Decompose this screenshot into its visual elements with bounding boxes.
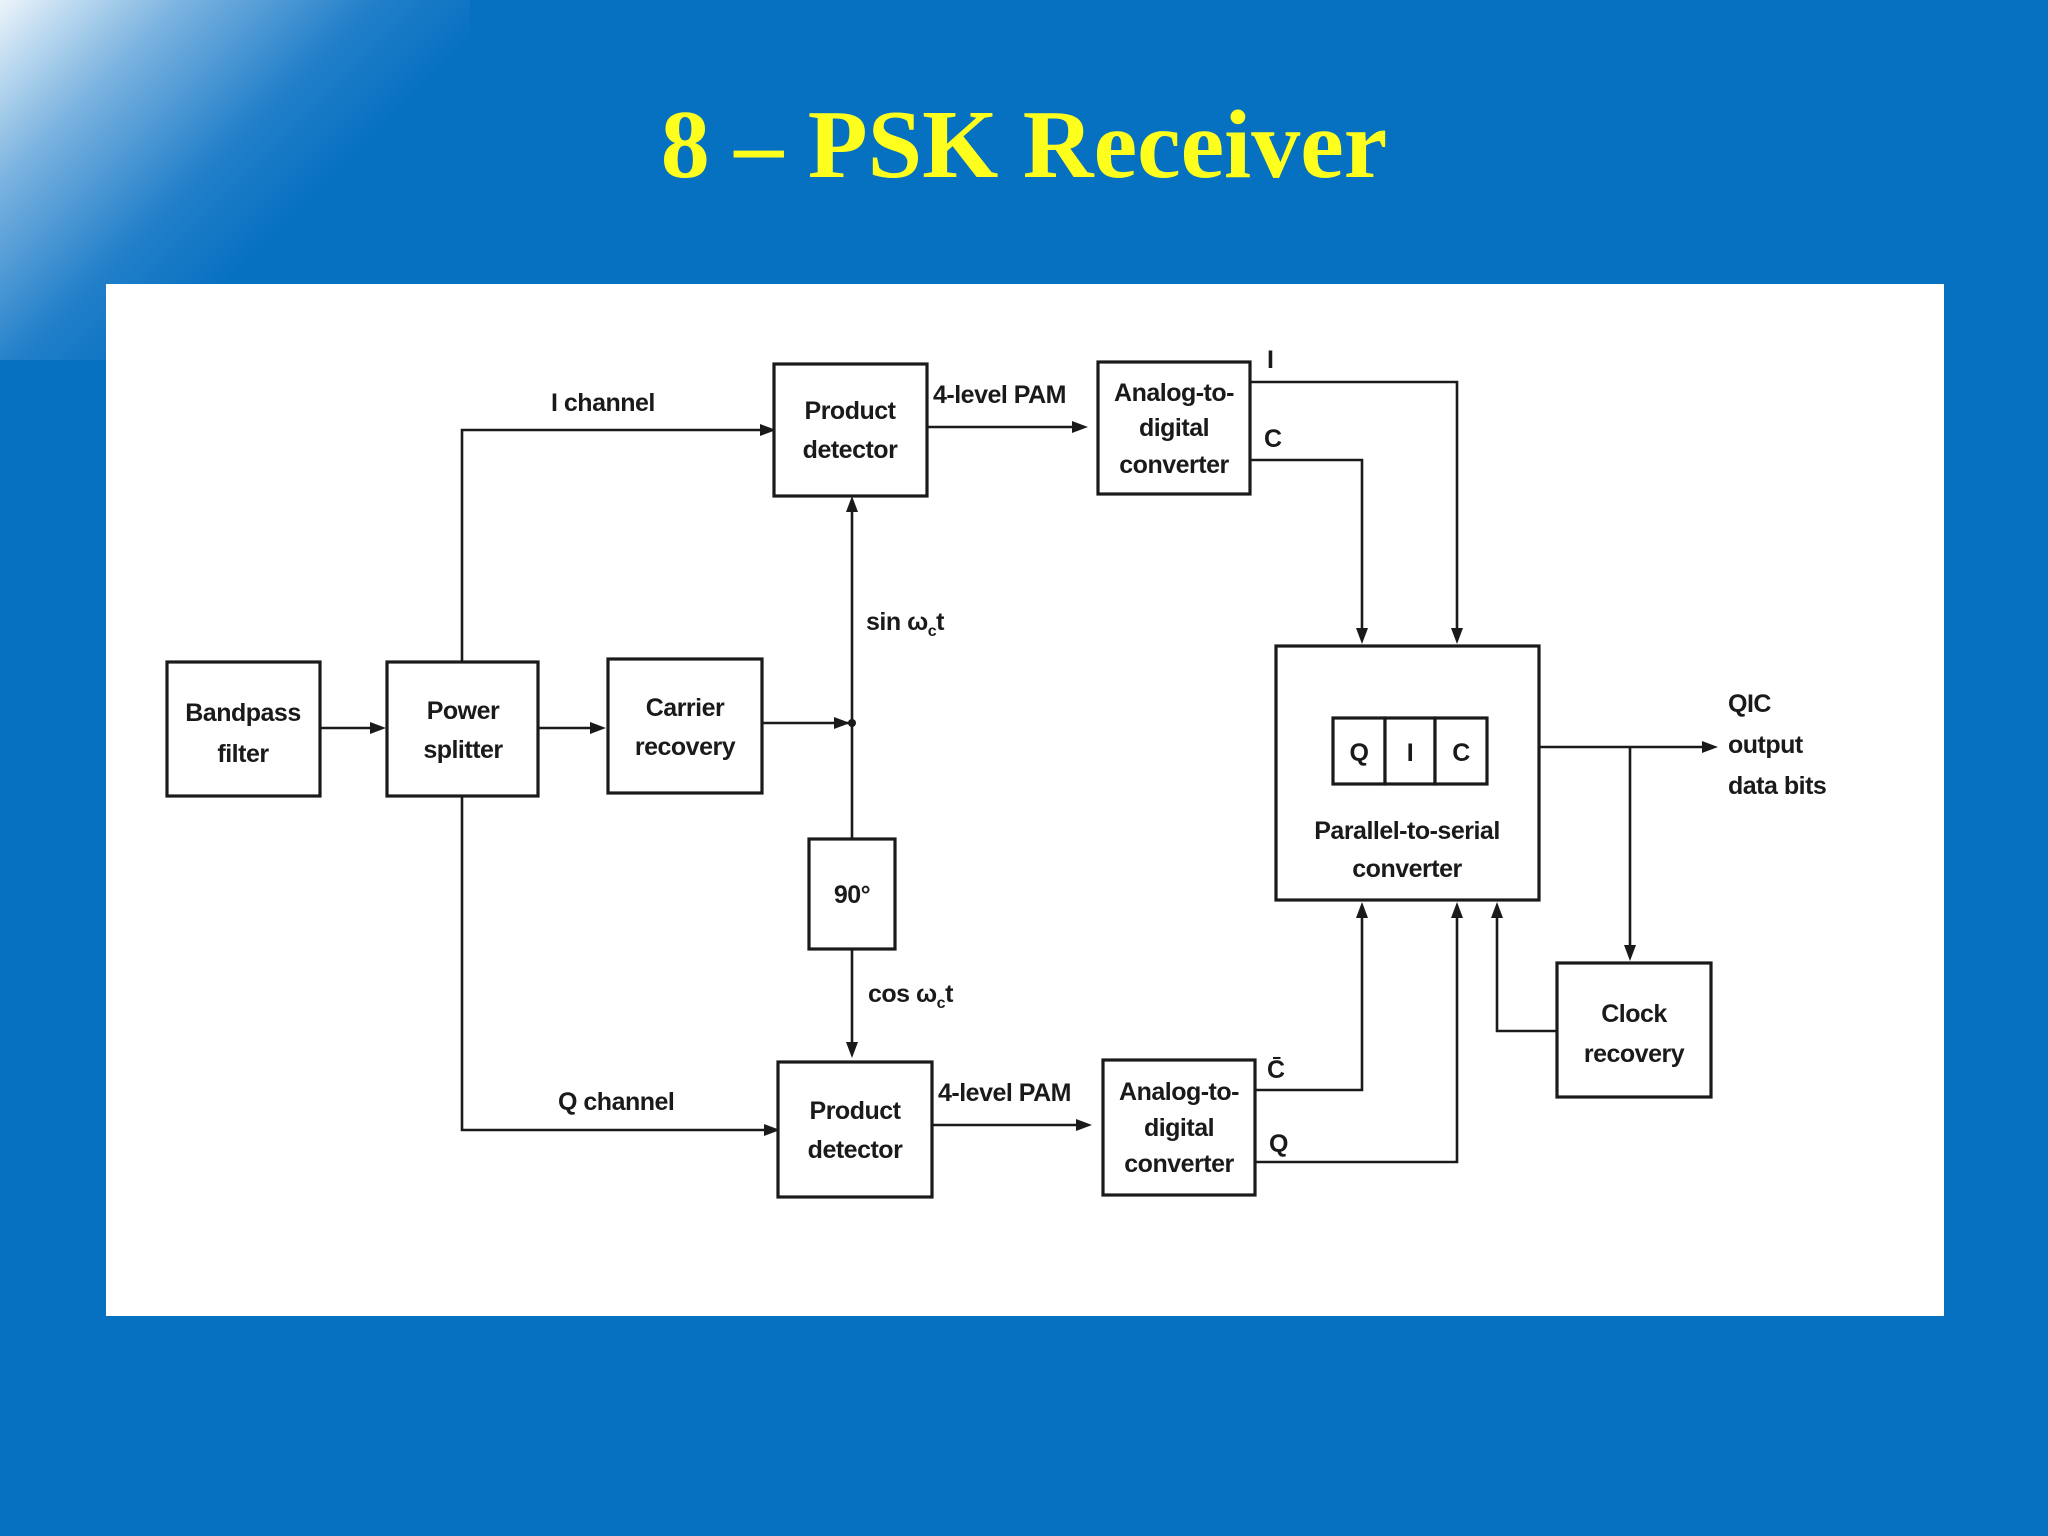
arrow-q-channel — [764, 1124, 780, 1136]
arrow-output — [1702, 741, 1718, 753]
output-label-3: data bits — [1728, 772, 1826, 800]
arrow-splitter-carrier — [590, 722, 606, 734]
adc-q-label-3: converter — [1124, 1150, 1234, 1178]
power-splitter-label-1: Power — [427, 697, 500, 725]
arrow-carrier-junction — [834, 717, 850, 729]
register-cell-q — [1331, 716, 1387, 786]
product-detector-q-label-1: Product — [810, 1097, 902, 1125]
block-adc-i: Analog-to- digital converter — [1096, 360, 1252, 496]
arrow-pam-q — [1076, 1119, 1092, 1131]
product-detector-q-label-2: detector — [808, 1136, 903, 1164]
wire-out-cbar — [1255, 916, 1364, 1092]
arrow-sin — [846, 496, 858, 512]
wire-out-c — [1250, 458, 1364, 630]
psk-receiver-diagram: Bandpass filter Power splitter Carrier r… — [165, 346, 1827, 1199]
bandpass-filter-label-1: Bandpass — [185, 699, 300, 727]
diagram-panel: Bandpass filter Power splitter Carrier r… — [106, 284, 1944, 1316]
block-product-detector-i: Product detector — [772, 362, 929, 498]
product-detector-i-label-2: detector — [803, 436, 898, 464]
out-cbar-label: C̄ — [1267, 1055, 1285, 1084]
arrow-out-i — [1451, 628, 1463, 644]
arrow-bpf-splitter — [370, 722, 386, 734]
wire-q-channel — [460, 796, 765, 1132]
register-i-label: I — [1407, 739, 1413, 767]
out-c-label: C — [1264, 425, 1282, 453]
output-label-1: QIC — [1728, 690, 1771, 718]
slide-title: 8 – PSK Receiver — [660, 91, 1388, 199]
wire-clock-p2s — [1495, 916, 1557, 1033]
product-detector-i-label-1: Product — [805, 397, 897, 425]
phase-shift-label: 90° — [834, 881, 870, 909]
register-c-label: C — [1452, 739, 1470, 767]
wire-out-i — [1250, 380, 1459, 630]
adc-q-label-2: digital — [1144, 1114, 1214, 1142]
pam-q-label: 4-level PAM — [938, 1079, 1071, 1107]
block-parallel-to-serial: Q I C Parallel-to-serial converter — [1274, 644, 1541, 902]
wire-out-q — [1255, 916, 1459, 1164]
register-cell-c — [1433, 716, 1489, 786]
arrow-out-cbar — [1356, 902, 1368, 918]
cos-label: cos ωct — [868, 980, 954, 1012]
register-cell-i — [1383, 716, 1437, 786]
wire-i-channel — [460, 428, 761, 662]
carrier-recovery-label-1: Carrier — [646, 694, 725, 722]
power-splitter-label-2: splitter — [423, 736, 503, 764]
block-phase-shift: 90° — [807, 837, 897, 951]
p2s-label-2: converter — [1352, 855, 1462, 883]
arrow-out-c — [1356, 628, 1368, 644]
arrow-clock-p2s — [1491, 902, 1503, 918]
adc-i-label-1: Analog-to- — [1114, 379, 1234, 407]
clock-recovery-label-2: recovery — [1584, 1040, 1685, 1068]
adc-q-label-1: Analog-to- — [1119, 1078, 1239, 1106]
block-carrier-recovery: Carrier recovery — [606, 657, 764, 795]
connection-wires — [320, 380, 1718, 1164]
block-power-splitter: Power splitter — [385, 660, 540, 798]
sin-label: sin ωct — [866, 608, 945, 640]
arrow-pam-i — [1072, 421, 1088, 433]
block-product-detector-q: Product detector — [776, 1060, 934, 1199]
arrow-tap-clock — [1624, 945, 1636, 961]
out-i-label: I — [1267, 346, 1273, 374]
block-bandpass-filter: Bandpass filter — [165, 660, 322, 798]
adc-i-label-2: digital — [1139, 414, 1209, 442]
out-q-label: Q — [1269, 1130, 1288, 1158]
q-channel-label: Q channel — [558, 1088, 674, 1116]
pam-i-label: 4-level PAM — [933, 381, 1066, 409]
block-adc-q: Analog-to- digital converter — [1101, 1058, 1257, 1197]
block-clock-recovery: Clock recovery — [1555, 961, 1713, 1099]
clock-recovery-label-1: Clock — [1601, 1000, 1667, 1028]
output-label-2: output — [1728, 731, 1804, 759]
i-channel-label: I channel — [551, 389, 655, 417]
arrow-i-channel — [760, 424, 776, 436]
register-q-label: Q — [1350, 739, 1369, 767]
arrow-cos — [846, 1042, 858, 1058]
p2s-label-1: Parallel-to-serial — [1314, 817, 1500, 845]
arrow-out-q — [1451, 902, 1463, 918]
bandpass-filter-label-2: filter — [217, 740, 269, 768]
adc-i-label-3: converter — [1119, 451, 1229, 479]
carrier-recovery-label-2: recovery — [635, 733, 736, 761]
